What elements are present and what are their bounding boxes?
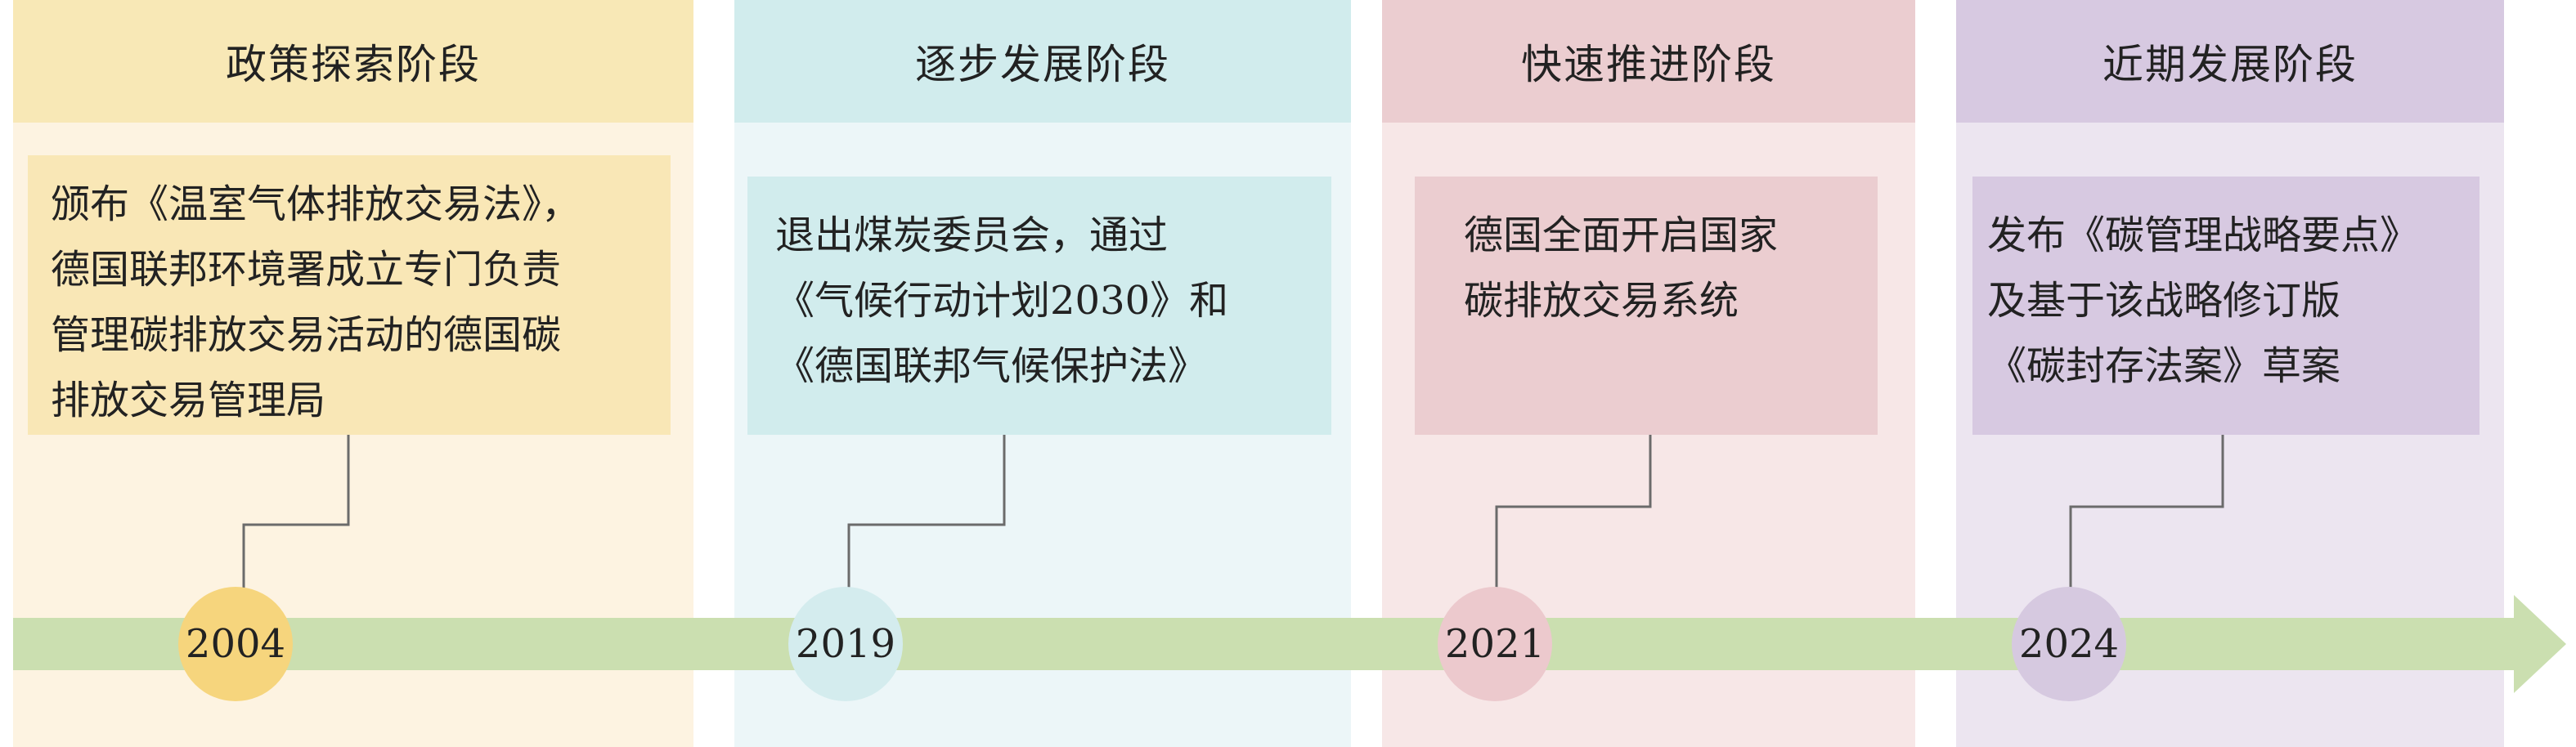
description-line: 管理碳排放交易活动的德国碳 — [51, 312, 562, 358]
connector-2021 — [1495, 435, 1652, 592]
year-marker-2004: 2004 — [178, 587, 293, 701]
timeline-arrowhead — [2514, 595, 2566, 693]
description-line: 《气候行动计划2030》和 — [775, 278, 1229, 324]
description-line: 退出煤炭委员会，通过 — [775, 212, 1169, 258]
stage-column-policy-exploration: 政策探索阶段 颁布《温室气体排放交易法》， 德国联邦环境署成立专门负责 管理碳排… — [13, 0, 693, 747]
stage-description-box: 退出煤炭委员会，通过 《气候行动计划2030》和 《德国联邦气候保护法》 — [747, 177, 1331, 435]
description-line: 碳排放交易系统 — [1464, 278, 1739, 324]
stage-title: 快速推进阶段 — [1382, 0, 1915, 123]
year-marker-2019: 2019 — [788, 587, 903, 701]
connector-2019 — [847, 435, 1006, 592]
description-line: 颁布《温室气体排放交易法》， — [51, 181, 581, 227]
stage-description-box: 发布《碳管理战略要点》 及基于该战略修订版 《碳封存法案》草案 — [1972, 177, 2480, 435]
year-marker-2024: 2024 — [2012, 587, 2126, 701]
stage-title: 逐步发展阶段 — [734, 0, 1351, 123]
connector-2024 — [2069, 435, 2224, 592]
description-line: 及基于该战略修订版 — [1987, 278, 2341, 324]
description-line: 《德国联邦气候保护法》 — [775, 343, 1208, 389]
year-marker-2021: 2021 — [1438, 587, 1552, 701]
stage-title: 近期发展阶段 — [1956, 0, 2504, 123]
stage-title: 政策探索阶段 — [13, 0, 693, 123]
description-line: 排放交易管理局 — [51, 378, 326, 423]
description-line: 《碳封存法案》草案 — [1987, 343, 2341, 389]
connector-2004 — [242, 435, 350, 592]
description-line: 发布《碳管理战略要点》 — [1987, 212, 2420, 258]
description-line: 德国联邦环境署成立专门负责 — [51, 247, 562, 293]
stage-description-box: 德国全面开启国家 碳排放交易系统 — [1415, 177, 1878, 435]
description-line: 德国全面开启国家 — [1464, 212, 1779, 258]
stage-description-box: 颁布《温室气体排放交易法》， 德国联邦环境署成立专门负责 管理碳排放交易活动的德… — [28, 155, 671, 435]
